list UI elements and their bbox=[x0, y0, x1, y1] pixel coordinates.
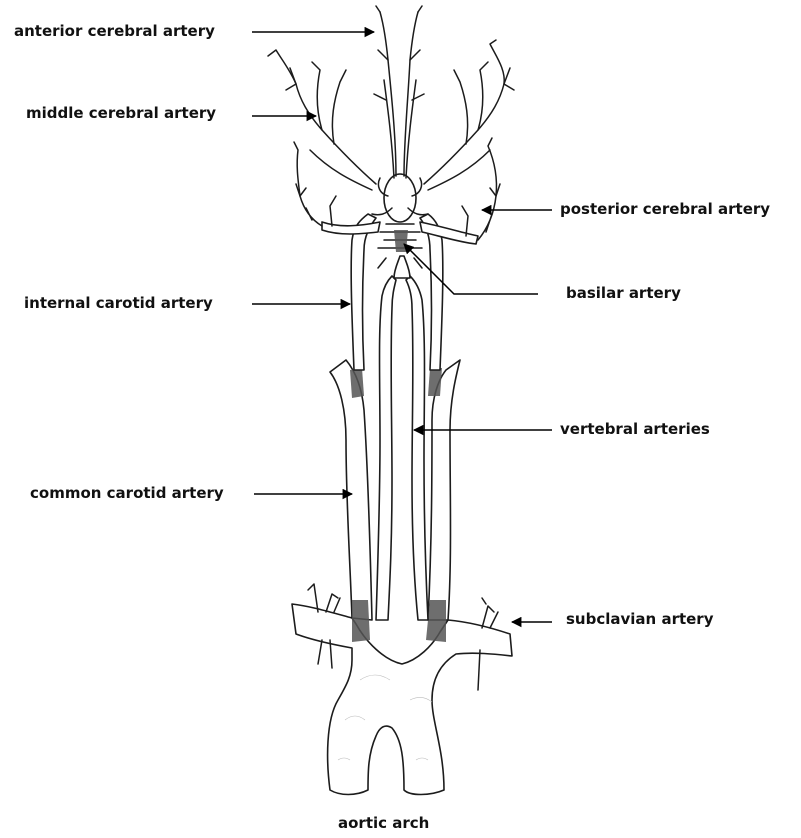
label-basilar-artery: basilar artery bbox=[566, 284, 681, 302]
label-common-carotid-artery: common carotid artery bbox=[30, 484, 224, 502]
label-posterior-cerebral-artery: posterior cerebral artery bbox=[560, 200, 770, 218]
label-aortic-arch: aortic arch bbox=[338, 814, 429, 832]
arrow-basilar bbox=[404, 244, 538, 294]
middle-cerebral-shapes bbox=[268, 40, 514, 190]
label-middle-cerebral-artery: middle cerebral artery bbox=[26, 104, 216, 122]
anterior-cerebral-shapes bbox=[374, 6, 424, 178]
aortic-arch-shape bbox=[292, 604, 512, 795]
circle-of-willis bbox=[372, 174, 428, 278]
common-carotid-shapes bbox=[330, 360, 460, 642]
label-vertebral-arteries: vertebral arteries bbox=[560, 420, 710, 438]
pointer-arrows bbox=[252, 32, 552, 622]
vertebral-shapes bbox=[376, 276, 428, 620]
label-subclavian-artery: subclavian artery bbox=[566, 610, 713, 628]
label-internal-carotid-artery: internal carotid artery bbox=[24, 294, 213, 312]
label-anterior-cerebral-artery: anterior cerebral artery bbox=[14, 22, 215, 40]
